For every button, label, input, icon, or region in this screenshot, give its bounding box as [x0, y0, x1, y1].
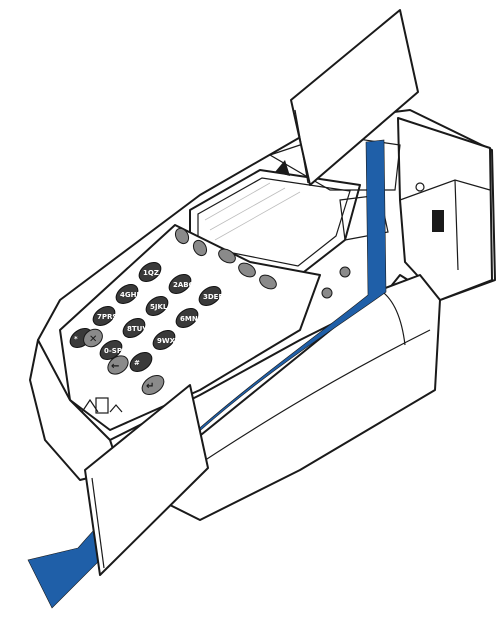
keypad-key-label: * — [74, 335, 78, 343]
nav-button-1[interactable] — [339, 266, 351, 278]
keypad-key-2[interactable] — [166, 271, 195, 298]
keypad-key-label: 3DEF — [203, 293, 223, 301]
contactless-icon — [81, 397, 123, 414]
cancel-key-glyph: ✕ — [89, 334, 97, 345]
keypad-key-label: # — [134, 359, 140, 367]
keypad-key-9[interactable] — [150, 327, 179, 354]
keypad-key-label: 0-SP — [104, 347, 122, 355]
keypad-key-label: 7PRS — [97, 313, 117, 321]
special-keys: ✕ ← ↵ — [80, 326, 168, 399]
keypad-key-7[interactable] — [90, 303, 119, 330]
keypad-key-label: 4GHI — [120, 291, 139, 299]
function-key-3[interactable] — [216, 246, 238, 265]
keypad-key-label: 6MNO — [180, 315, 204, 323]
side-slot — [432, 210, 444, 232]
swipe-direction-arrow — [27, 139, 387, 609]
numeric-keypad: 1QZ 2ABC 3DEF 4GHI 5JKL 6MNO 7PRS 8TUV 9WXY * 0-SP… — [69, 259, 225, 376]
screen-shading — [204, 182, 301, 241]
function-key-5[interactable] — [257, 272, 279, 291]
nav-button-2[interactable] — [321, 287, 333, 299]
enter-key[interactable] — [139, 372, 168, 399]
keypad-key-3[interactable] — [196, 283, 225, 310]
function-key-4[interactable] — [236, 260, 258, 279]
keypad-key-label: 9WXY — [157, 337, 181, 345]
keypad-key-11[interactable] — [97, 337, 126, 364]
payment-card-bottom — [84, 384, 209, 576]
cancel-key[interactable] — [80, 326, 106, 351]
keypad-key-label: 8TUV — [127, 325, 148, 333]
keypad-key-4[interactable] — [113, 281, 142, 308]
keypad-key-label: 1QZ — [143, 269, 159, 277]
keypad-key-1[interactable] — [136, 259, 165, 286]
keypad-key-12[interactable] — [127, 349, 156, 376]
keypad-key-8[interactable] — [120, 315, 149, 342]
keypad-key-label: 2ABC — [173, 281, 194, 289]
backspace-key-glyph: ← — [111, 361, 119, 372]
brand-logo — [275, 160, 290, 176]
keypad-key-label: 5JKL — [150, 303, 168, 311]
enter-key-glyph: ↵ — [146, 381, 154, 392]
function-key-2[interactable] — [191, 238, 209, 258]
function-keys — [173, 226, 279, 291]
side-indicator — [415, 182, 425, 192]
keypad-key-6[interactable] — [173, 305, 202, 332]
function-key-1[interactable] — [173, 226, 191, 246]
keypad-key-5[interactable] — [143, 293, 172, 320]
backspace-key[interactable] — [104, 352, 131, 378]
